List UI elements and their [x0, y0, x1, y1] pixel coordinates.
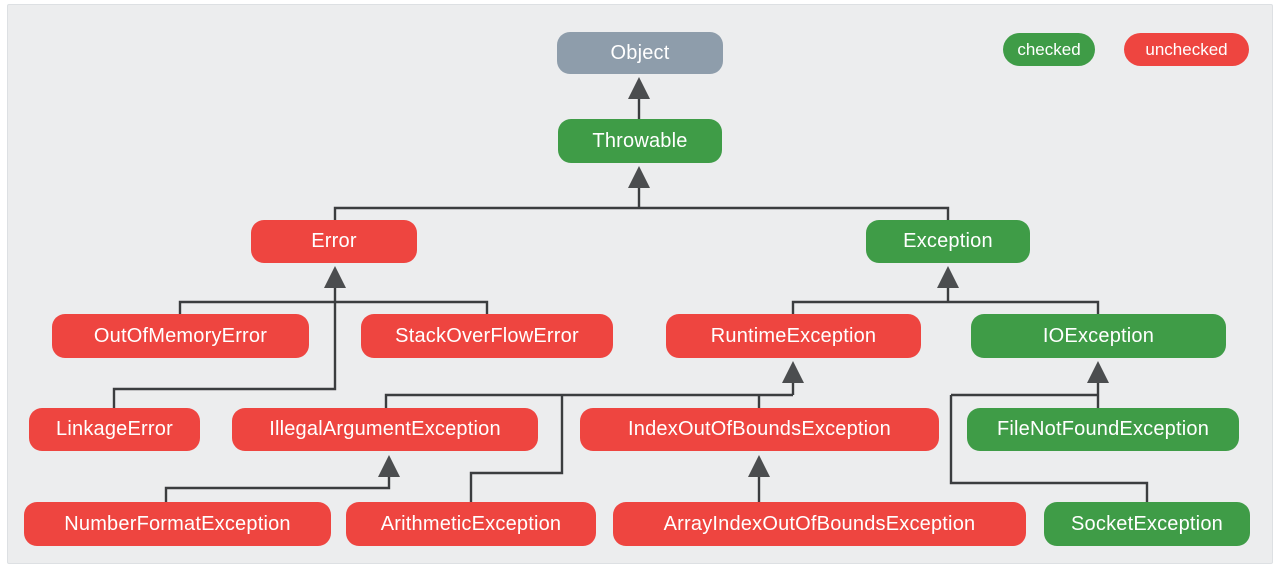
node-index-out-of-bounds-exception: IndexOutOfBoundsException — [580, 408, 939, 451]
node-object: Object — [557, 32, 723, 74]
node-out-of-memory-error: OutOfMemoryError — [52, 314, 309, 358]
node-linkage-error: LinkageError — [29, 408, 200, 451]
arrowhead-io-exception — [1087, 361, 1109, 383]
node-throwable: Throwable — [558, 119, 722, 163]
edge-children-exception — [791, 288, 1100, 314]
node-runtime-exception: RuntimeException — [666, 314, 921, 358]
arrowhead-throwable — [628, 166, 650, 188]
node-error: Error — [251, 220, 417, 263]
arrowhead-object — [628, 77, 650, 99]
legend-checked: checked — [1003, 33, 1095, 66]
arrowhead-exception — [937, 266, 959, 288]
node-arithmetic-exception: ArithmeticException — [346, 502, 596, 546]
edge-numberformat-illegalargument — [164, 477, 391, 502]
node-stack-overflow-error: StackOverFlowError — [361, 314, 613, 358]
node-io-exception: IOException — [971, 314, 1226, 358]
arrowhead-illegal-argument-exception — [378, 455, 400, 477]
diagram-canvas: Object Throwable Error Exception OutOfMe… — [7, 4, 1273, 564]
node-illegal-argument-exception: IllegalArgumentException — [232, 408, 538, 451]
arrowhead-index-out-of-bounds-exception — [748, 455, 770, 477]
legend-unchecked: unchecked — [1124, 33, 1249, 66]
node-number-format-exception: NumberFormatException — [24, 502, 331, 546]
arrowhead-runtime-exception — [782, 361, 804, 383]
node-file-not-found-exception: FileNotFoundException — [967, 408, 1239, 451]
node-exception: Exception — [866, 220, 1030, 263]
arrowhead-error — [324, 266, 346, 288]
node-socket-exception: SocketException — [1044, 502, 1250, 546]
node-array-index-out-of-bounds-exception: ArrayIndexOutOfBoundsException — [613, 502, 1026, 546]
edge-error-exception-throwable — [333, 188, 950, 220]
